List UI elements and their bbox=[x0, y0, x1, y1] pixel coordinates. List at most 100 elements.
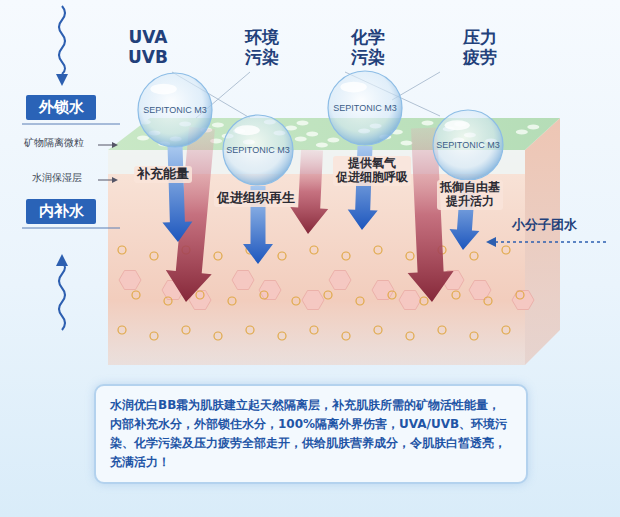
leader-line bbox=[98, 180, 112, 181]
cell-dot bbox=[278, 252, 286, 260]
ingredient-name: SEPITONIC M3 bbox=[333, 103, 396, 113]
cell-dot bbox=[374, 326, 382, 334]
mineral-speck bbox=[137, 136, 149, 141]
ingredient-name: SEPITONIC M3 bbox=[143, 105, 206, 115]
cell-dot bbox=[438, 326, 446, 334]
cell-dot bbox=[214, 332, 222, 340]
cell-shape bbox=[259, 281, 281, 300]
cell-dot bbox=[484, 297, 492, 305]
cell-dot bbox=[118, 326, 126, 334]
leader-line bbox=[22, 228, 120, 229]
arrow-head bbox=[112, 177, 118, 183]
effect-label: 提供氧气 促进细胞呼吸 bbox=[333, 156, 411, 186]
mineral-speck bbox=[316, 143, 328, 148]
cell-shape bbox=[372, 281, 394, 300]
box-label: 外锁水 bbox=[39, 98, 84, 117]
mineral-speck bbox=[295, 137, 307, 142]
hazard-label: 化学 污染 bbox=[351, 28, 385, 67]
leader-line bbox=[98, 145, 112, 146]
cell-shape bbox=[232, 271, 254, 290]
ingredient-bubble: SEPITONIC M3 bbox=[327, 70, 403, 146]
skin-front bbox=[108, 150, 525, 365]
box-label: 内补水 bbox=[39, 202, 84, 221]
cell-dot bbox=[516, 291, 524, 299]
cell-dot bbox=[374, 246, 382, 254]
cell-dot bbox=[182, 326, 190, 334]
bubble-circle bbox=[328, 71, 402, 145]
cell-dot bbox=[278, 332, 286, 340]
hazard-label: 环境 污染 bbox=[245, 28, 279, 67]
cell-dot bbox=[324, 291, 332, 299]
cell-shape bbox=[512, 291, 534, 310]
cell-dot bbox=[420, 297, 428, 305]
bubble-highlight bbox=[445, 120, 470, 130]
mineral-speck bbox=[306, 132, 318, 137]
bubble-circle bbox=[138, 73, 212, 147]
cell-dot bbox=[310, 246, 318, 254]
cell-dot bbox=[132, 291, 140, 299]
cell-dot bbox=[260, 291, 268, 299]
cell-dot bbox=[150, 332, 158, 340]
cell-dot bbox=[388, 291, 396, 299]
arrow-head bbox=[56, 74, 68, 86]
cell-shape bbox=[302, 291, 324, 310]
flow-arrows bbox=[162, 127, 479, 302]
cell-dot bbox=[292, 297, 300, 305]
skin-side bbox=[525, 118, 560, 365]
ingredient-name: SEPITONIC M3 bbox=[226, 145, 289, 155]
cell-dot bbox=[406, 252, 414, 260]
cell-dot bbox=[246, 326, 254, 334]
cell-shape bbox=[119, 271, 141, 290]
bubble-highlight bbox=[235, 125, 260, 135]
water-label: 小分子团水 bbox=[512, 218, 577, 233]
cell-dot bbox=[310, 326, 318, 334]
effect-label: 补充能量 bbox=[134, 166, 192, 183]
leader-line bbox=[494, 241, 606, 243]
arrow-head bbox=[112, 142, 118, 148]
cell-dot bbox=[150, 252, 158, 260]
caption-text: 水润优白BB霜为肌肤建立起天然隔离层，补充肌肤所需的矿物活性能量，内部补充水分，… bbox=[110, 396, 512, 472]
cell-dot bbox=[356, 297, 364, 305]
cell-dot bbox=[214, 252, 222, 260]
water-lock-box: 外锁水 bbox=[26, 95, 96, 120]
bubble-circle bbox=[433, 110, 503, 180]
effect-label: 抵御自由基 提升活力 bbox=[437, 180, 503, 210]
mineral-speck bbox=[422, 121, 434, 126]
cell-shape bbox=[329, 271, 351, 290]
layer-label: 矿物隔离微粒 bbox=[24, 137, 84, 149]
mineral-speck bbox=[297, 121, 309, 126]
cell-dot bbox=[164, 297, 172, 305]
wavy-arrow bbox=[59, 6, 65, 74]
water-fill-box: 内补水 bbox=[26, 199, 96, 224]
cell-dot bbox=[502, 326, 510, 334]
cell-dot bbox=[228, 297, 236, 305]
hazard-label: 压力 疲劳 bbox=[463, 28, 497, 67]
bubble-highlight bbox=[150, 84, 177, 95]
flow-arrow bbox=[162, 146, 192, 242]
cell-dot bbox=[406, 332, 414, 340]
wavy-arrow bbox=[59, 262, 65, 330]
mineral-speck bbox=[516, 130, 528, 135]
caption-box: 水润优白BB霜为肌肤建立起天然隔离层，补充肌肤所需的矿物活性能量，内部补充水分，… bbox=[94, 384, 528, 484]
cell-dot bbox=[502, 246, 510, 254]
arrow-head bbox=[486, 237, 496, 247]
cell-dot bbox=[342, 252, 350, 260]
cell-dot bbox=[470, 332, 478, 340]
cell-dot bbox=[342, 332, 350, 340]
cell-dot bbox=[470, 252, 478, 260]
hazard-label: UVA UVB bbox=[128, 28, 168, 67]
bubble-circle bbox=[223, 115, 293, 185]
arrow-head bbox=[56, 254, 68, 266]
mineral-speck bbox=[327, 138, 339, 143]
leader-line bbox=[22, 124, 120, 125]
layer-label: 水润保湿层 bbox=[32, 172, 82, 184]
mineral-speck bbox=[401, 141, 413, 146]
ingredient-bubble: SEPITONIC M3 bbox=[222, 114, 294, 186]
cell-dot bbox=[452, 291, 460, 299]
cell-dot bbox=[196, 291, 204, 299]
ingredient-bubble: SEPITONIC M3 bbox=[432, 109, 504, 181]
cell-shape bbox=[399, 291, 421, 310]
effect-label: 促进组织再生 bbox=[214, 190, 298, 207]
ingredient-name: SEPITONIC M3 bbox=[436, 140, 499, 150]
